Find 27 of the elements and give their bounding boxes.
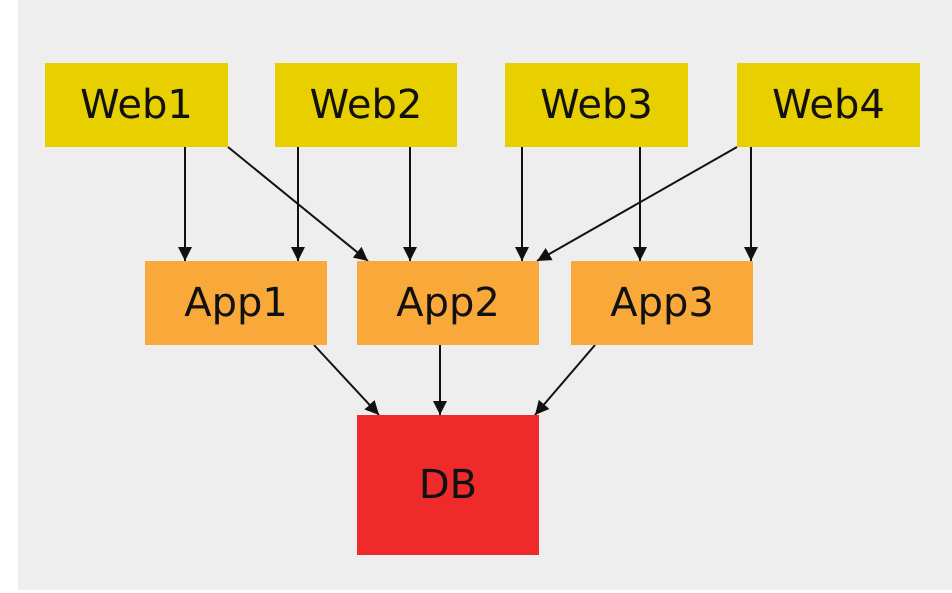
arrow xyxy=(403,147,417,261)
arrow xyxy=(536,146,738,262)
arrow xyxy=(744,147,758,261)
server-box xyxy=(505,63,688,147)
app-box xyxy=(145,261,327,345)
arrow xyxy=(178,147,192,261)
server-box xyxy=(45,63,228,147)
node-label: App2 xyxy=(396,280,500,326)
arrow xyxy=(433,345,447,415)
node-label: Web4 xyxy=(772,82,885,128)
app-box xyxy=(357,261,539,345)
node-label: Web3 xyxy=(540,82,653,128)
arrow xyxy=(515,147,529,261)
node-label: App3 xyxy=(610,280,714,326)
node-label: App1 xyxy=(184,280,288,326)
arrow xyxy=(227,146,369,262)
arrow xyxy=(633,147,647,261)
node-label: Web1 xyxy=(80,82,193,128)
arrow xyxy=(313,344,380,416)
database-box xyxy=(357,415,539,555)
node-label: DB xyxy=(418,462,478,508)
arrow xyxy=(534,344,596,416)
server-box xyxy=(275,63,457,147)
node-label: Web2 xyxy=(310,82,422,128)
app-box xyxy=(571,261,753,345)
server-box xyxy=(737,63,920,147)
arrow xyxy=(291,147,305,261)
